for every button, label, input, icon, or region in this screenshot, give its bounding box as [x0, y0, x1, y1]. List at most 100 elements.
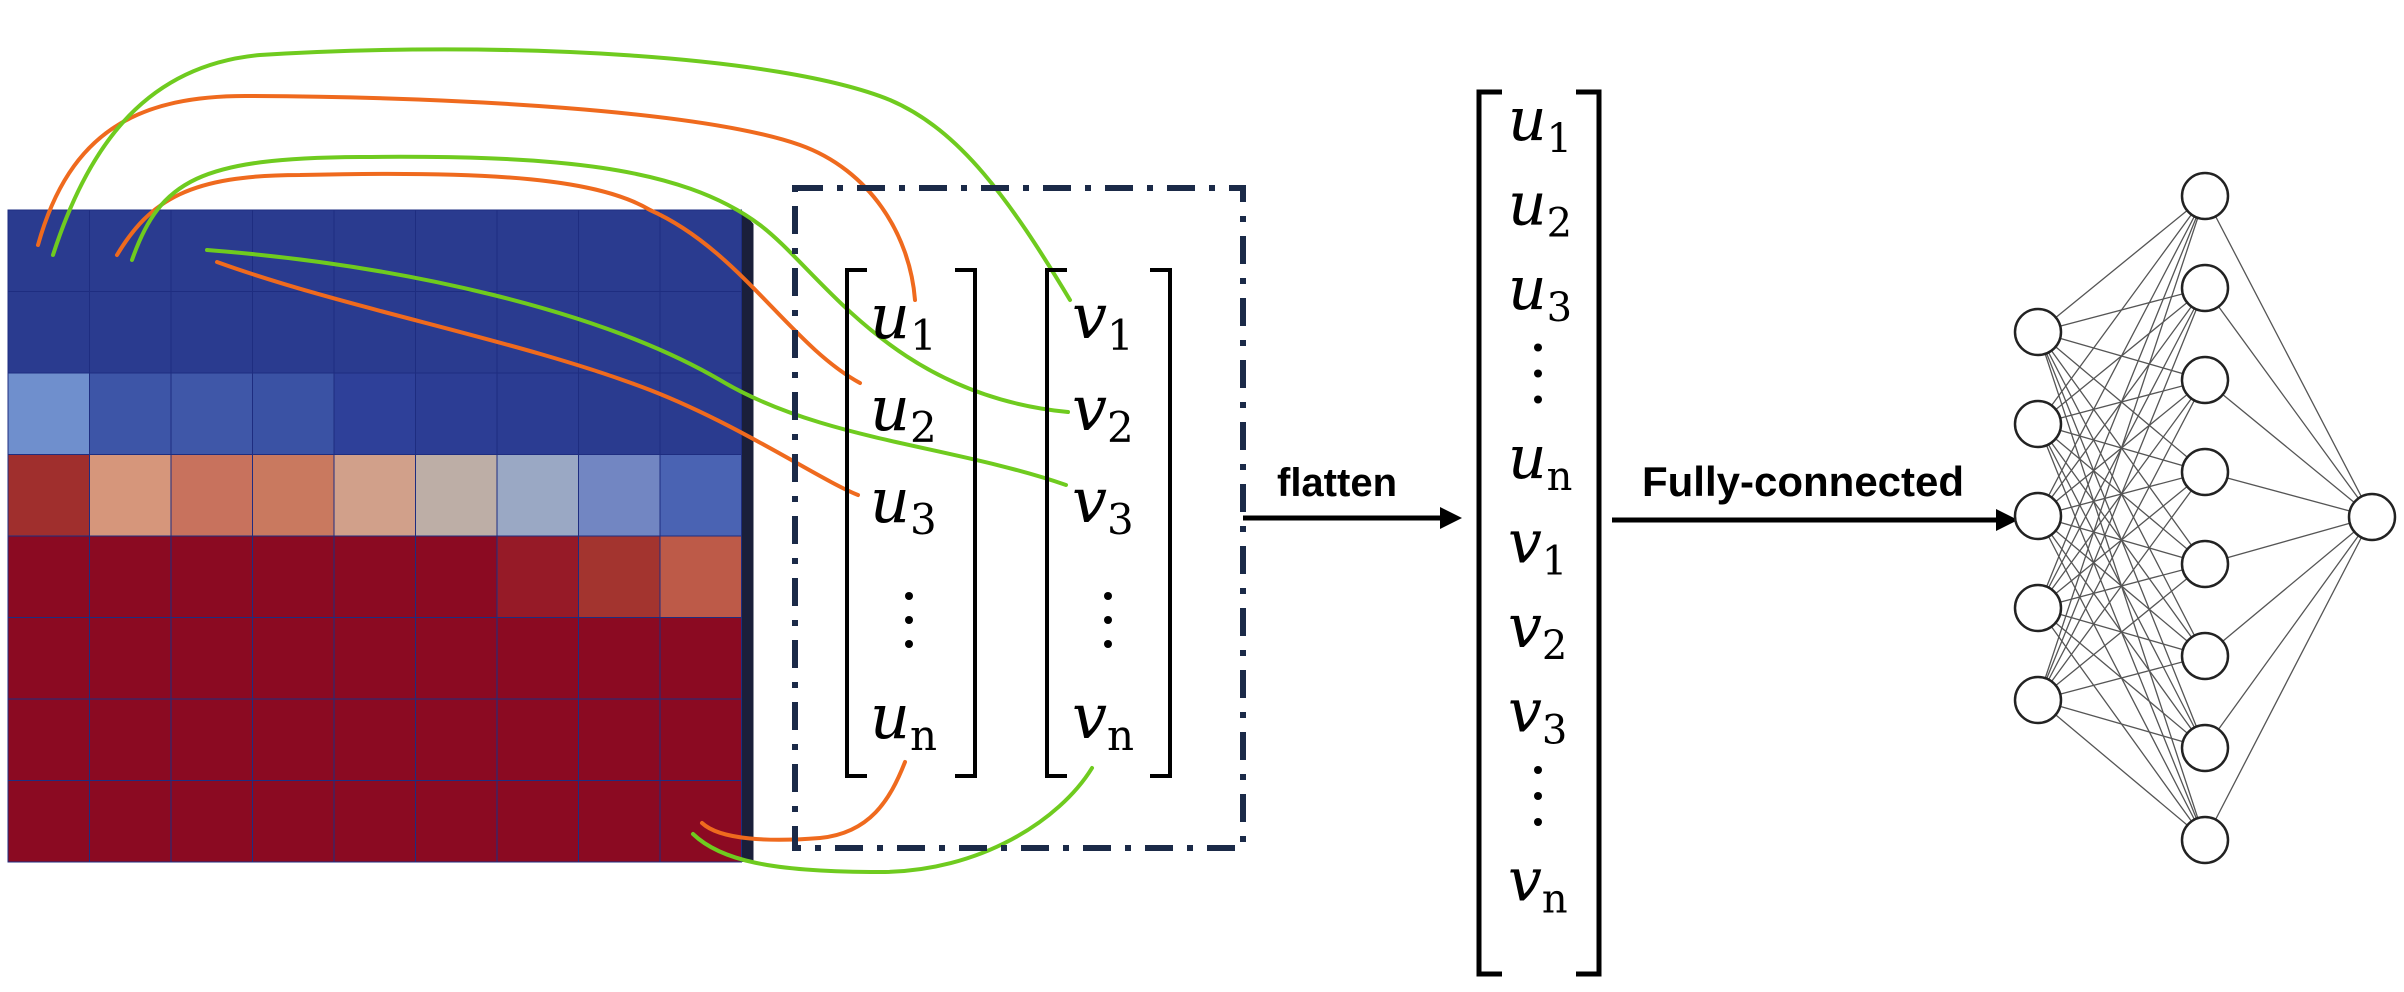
u-entry-1: u1 — [870, 280, 937, 360]
flat-left-bracket — [1476, 89, 1502, 977]
flat-vdots — [1534, 766, 1542, 826]
network-node — [2013, 491, 2063, 541]
v-entry-n: vn — [1072, 680, 1134, 760]
grid-cell — [170, 372, 253, 455]
grid-cell — [252, 291, 335, 374]
network-edge — [2204, 287, 2373, 518]
grid-cell — [170, 780, 253, 863]
network-edge — [2037, 699, 2206, 841]
grid-cell — [578, 454, 661, 537]
grid-cell — [89, 209, 172, 292]
network-node — [2013, 675, 2063, 725]
u-entry-3: u3 — [870, 464, 937, 544]
grid-cell — [415, 780, 498, 863]
network-node — [2013, 399, 2063, 449]
network-edge — [2037, 655, 2206, 701]
grid-cell — [415, 209, 498, 292]
grid-cell — [252, 780, 335, 863]
u-vdots — [905, 592, 913, 648]
fc-arrow: Fully-connected — [1612, 458, 2018, 531]
grid-cell — [578, 698, 661, 781]
grid-cell — [170, 291, 253, 374]
u-left-bracket — [845, 268, 867, 778]
v2-link — [130, 154, 1070, 414]
network-node — [2347, 492, 2397, 542]
grid-cell — [333, 372, 416, 455]
grid-cell — [578, 209, 661, 292]
grid-cell — [252, 535, 335, 618]
grid-cell — [7, 209, 90, 292]
flatten-arrow: flatten — [1243, 461, 1462, 529]
vector-pair-box — [792, 185, 1246, 851]
v-entry-2: v2 — [1072, 372, 1134, 452]
grid-cell — [89, 291, 172, 374]
u2-link — [115, 171, 862, 385]
grid-cell — [89, 535, 172, 618]
network-edge — [2037, 195, 2206, 517]
grid-cell — [89, 454, 172, 537]
mapping-curves — [36, 47, 1094, 875]
grid-cell — [252, 617, 335, 700]
network-node — [2180, 263, 2230, 313]
grid-cell — [415, 454, 498, 537]
grid-cell — [170, 698, 253, 781]
grid-cell — [252, 698, 335, 781]
flat-entry: u3 — [1508, 254, 1572, 331]
network-node — [2180, 171, 2230, 221]
grid-cell — [496, 535, 579, 618]
grid-cell — [578, 291, 661, 374]
network-edges — [2037, 195, 2373, 841]
u3-link — [215, 260, 860, 497]
flat-entry: un — [1508, 423, 1572, 500]
v-left-bracket — [1045, 268, 1067, 778]
grid-cell — [496, 617, 579, 700]
network-edge — [2037, 699, 2206, 749]
grid-cell — [89, 780, 172, 863]
field-grid — [7, 209, 754, 863]
grid-cell — [659, 535, 742, 618]
grid-cell — [496, 780, 579, 863]
v3-link — [205, 248, 1068, 487]
network-node — [2180, 355, 2230, 405]
network-node — [2180, 815, 2230, 865]
flat-right-bracket — [1576, 89, 1602, 977]
grid-cell — [252, 454, 335, 537]
network-edge — [2037, 563, 2206, 701]
flatten-label: flatten — [1277, 461, 1397, 505]
grid-cell — [333, 209, 416, 292]
grid-cell — [578, 780, 661, 863]
grid-cell — [659, 454, 742, 537]
v-vdots — [1104, 592, 1112, 648]
network-edge — [2204, 516, 2373, 749]
un-link — [700, 760, 907, 842]
grid-cell — [659, 617, 742, 700]
grid-cell — [659, 780, 742, 863]
grid-cell — [415, 372, 498, 455]
v-vector: v1 v2 v3 vn — [1045, 268, 1172, 778]
u-vector: u1 u2 u3 un — [845, 268, 977, 778]
grid-cell — [7, 617, 90, 700]
network-nodes — [2013, 171, 2397, 865]
grid-cell — [333, 698, 416, 781]
vn-link — [691, 766, 1094, 875]
u-right-bracket — [955, 268, 977, 778]
flat-entry: v1 — [1508, 508, 1567, 585]
grid-cell — [578, 372, 661, 455]
network-node — [2013, 307, 2063, 357]
v-entry-3: v3 — [1072, 464, 1134, 544]
grid-cell — [89, 372, 172, 455]
grid-cell — [415, 617, 498, 700]
flat-entry: v2 — [1508, 592, 1567, 669]
u-entry-2: u2 — [870, 372, 937, 452]
grid-cell — [170, 617, 253, 700]
network-edge — [2204, 471, 2373, 518]
network-edge — [2037, 379, 2206, 701]
grid-cell — [496, 372, 579, 455]
network-node — [2180, 447, 2230, 497]
fully-connected-label: Fully-connected — [1642, 458, 1964, 505]
grid-cell — [7, 454, 90, 537]
grid-cell — [170, 454, 253, 537]
grid-cell — [496, 454, 579, 537]
